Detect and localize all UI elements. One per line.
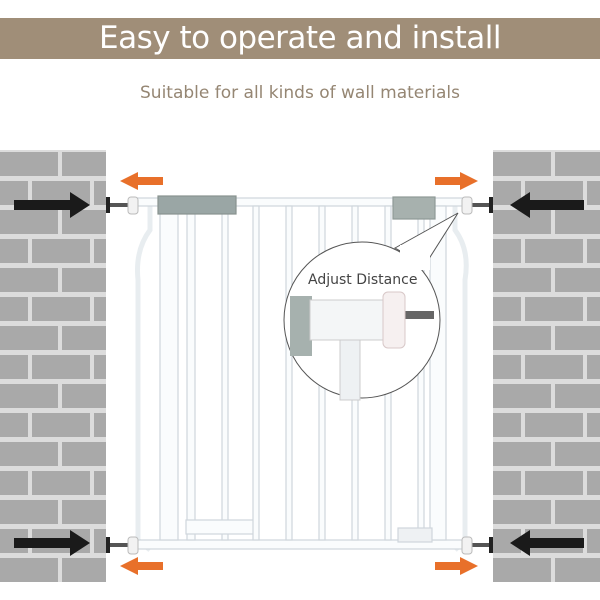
brick (493, 239, 521, 263)
subtitle: Suitable for all kinds of wall materials (140, 83, 460, 103)
brick (493, 152, 551, 176)
brick (587, 355, 600, 379)
brick (94, 297, 106, 321)
title-banner: Easy to operate and install (0, 18, 600, 59)
brick (525, 413, 583, 437)
brick (0, 268, 58, 292)
brick (493, 558, 551, 582)
brick (62, 442, 106, 466)
brick (32, 413, 90, 437)
brick (493, 297, 521, 321)
brick (0, 297, 28, 321)
arrow-right-icon (435, 172, 478, 190)
brick (0, 239, 28, 263)
brick (62, 268, 106, 292)
brick (62, 326, 106, 350)
brick (525, 239, 583, 263)
brick (0, 413, 28, 437)
brick (555, 558, 600, 582)
brick (0, 152, 58, 176)
brick (493, 210, 551, 234)
brick (587, 413, 600, 437)
brick (0, 442, 58, 466)
brick (62, 558, 106, 582)
orange-arrows (120, 172, 478, 575)
arrow-left-icon (510, 192, 584, 218)
brick (0, 471, 28, 495)
brick (493, 442, 551, 466)
brick (94, 239, 106, 263)
brick (587, 239, 600, 263)
brick (493, 355, 521, 379)
brick (587, 529, 600, 553)
brick-wall-left (0, 150, 106, 582)
brick (62, 384, 106, 408)
brick (0, 384, 58, 408)
brick (525, 297, 583, 321)
arrow-left-icon (120, 557, 163, 575)
brick (555, 384, 600, 408)
brick (32, 471, 90, 495)
brick (555, 210, 600, 234)
brick (0, 558, 58, 582)
brick (493, 326, 551, 350)
brick (493, 500, 551, 524)
brick (0, 500, 58, 524)
arrow-right-icon (435, 557, 478, 575)
brick (587, 297, 600, 321)
black-arrows (14, 192, 584, 556)
brick (32, 297, 90, 321)
brick (32, 239, 90, 263)
brick (587, 471, 600, 495)
brick-wall-right (493, 150, 600, 582)
brick (62, 210, 106, 234)
arrow-left-icon (120, 172, 163, 190)
brick (94, 181, 106, 205)
brick (555, 442, 600, 466)
brick (94, 355, 106, 379)
brick (94, 529, 106, 553)
brick (525, 471, 583, 495)
brick (493, 413, 521, 437)
adjust-distance-label: Adjust Distance (308, 272, 417, 288)
brick (62, 500, 106, 524)
brick (555, 152, 600, 176)
brick (525, 355, 583, 379)
brick (587, 181, 600, 205)
arrow-left-icon (510, 530, 584, 556)
brick (493, 471, 521, 495)
arrow-right-icon (14, 192, 90, 218)
brick (555, 500, 600, 524)
brick (0, 355, 28, 379)
brick (0, 326, 58, 350)
zoom-callout: Adjust Distance (283, 212, 459, 401)
brick (62, 152, 106, 176)
brick (555, 268, 600, 292)
brick (555, 326, 600, 350)
arrow-right-icon (14, 530, 90, 556)
brick (0, 210, 58, 234)
pressure-bolts (106, 196, 493, 555)
brick (94, 471, 106, 495)
brick (493, 268, 551, 292)
brick (94, 413, 106, 437)
brick (493, 384, 551, 408)
brick (32, 355, 90, 379)
